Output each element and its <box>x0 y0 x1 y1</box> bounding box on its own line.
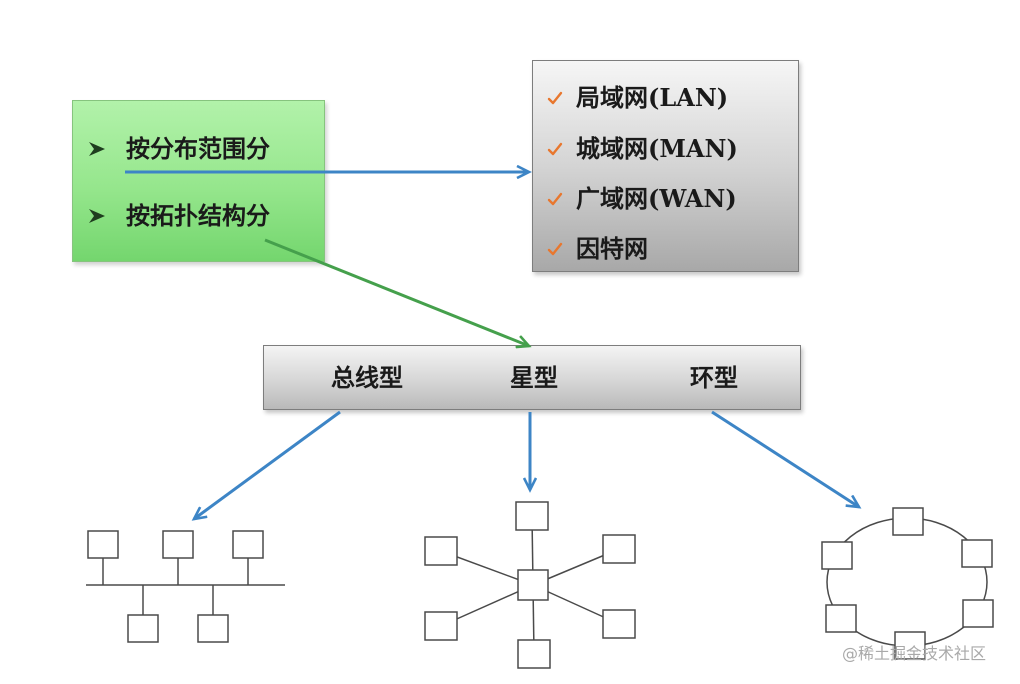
node-box <box>515 501 549 531</box>
scope-label: 广域网(WAN) <box>576 184 737 213</box>
link-line <box>532 584 535 655</box>
classification-item-scope: 按分布范围分 <box>73 134 326 164</box>
link-line <box>532 584 620 625</box>
topology-label-star: 星型 <box>510 363 558 392</box>
node-box <box>602 534 636 564</box>
scope-label: 局域网(LAN) <box>576 83 729 112</box>
node-box <box>127 614 159 643</box>
classification-item-topology: 按拓扑结构分 <box>73 201 326 231</box>
node-box <box>87 530 119 559</box>
link-line <box>440 550 534 586</box>
scope-item-wan: 广域网(WAN) <box>533 184 800 214</box>
node-box <box>424 611 458 641</box>
classification-box: 按分布范围分 按拓扑结构分 <box>72 100 325 262</box>
node-box <box>821 541 853 570</box>
node-box <box>892 507 924 536</box>
scope-item-man: 城域网(MAN) <box>533 134 800 164</box>
bus-arrow <box>194 410 341 519</box>
node-box <box>961 539 993 568</box>
check-icon <box>547 192 563 206</box>
scope-item-internet: 因特网 <box>533 234 800 264</box>
node-box <box>825 604 857 633</box>
link-line <box>532 548 620 586</box>
classification-label: 按拓扑结构分 <box>126 201 270 230</box>
topology-label-bus: 总线型 <box>331 363 403 392</box>
bus-topology-diagram <box>86 530 285 643</box>
check-icon <box>547 242 563 256</box>
arrow-bullet-icon <box>89 142 105 156</box>
arrow-bullet-icon <box>89 209 105 223</box>
node-box <box>424 536 458 566</box>
scope-item-lan: 局域网(LAN) <box>533 83 800 113</box>
link-line <box>531 515 534 586</box>
classification-label: 按分布范围分 <box>126 134 270 163</box>
node-box <box>197 614 229 643</box>
link-line <box>440 584 534 627</box>
hub-box <box>517 569 549 601</box>
scope-box: 局域网(LAN) 城域网(MAN) 广域网(WAN) 因特网 <box>532 60 799 272</box>
check-icon <box>547 91 563 105</box>
node-box <box>232 530 264 559</box>
node-box <box>962 599 994 628</box>
ring-arrow <box>711 410 859 507</box>
topology-label-ring: 环型 <box>690 363 738 392</box>
ring-line <box>826 517 988 647</box>
watermark: @稀土掘金技术社区 <box>842 644 987 663</box>
scope-label: 城域网(MAN) <box>576 134 738 163</box>
node-box <box>162 530 194 559</box>
star-topology-diagram <box>424 501 636 669</box>
node-box <box>517 639 551 669</box>
topology-bar: 总线型 星型 环型 <box>263 345 801 410</box>
ring-topology-diagram <box>821 507 994 660</box>
check-icon <box>547 142 563 156</box>
node-box <box>602 609 636 639</box>
scope-label: 因特网 <box>576 234 648 263</box>
